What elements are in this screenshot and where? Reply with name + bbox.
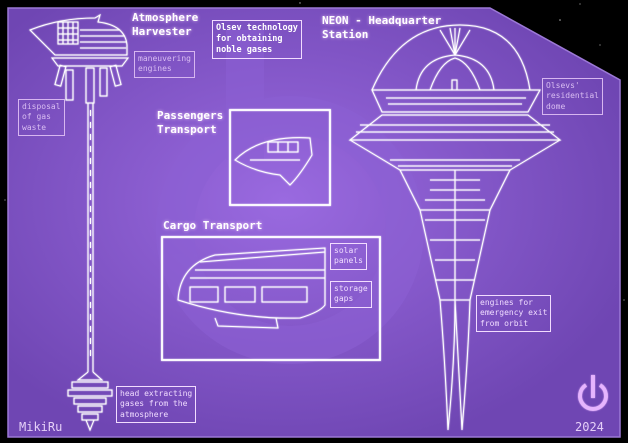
stars bbox=[4, 2, 625, 301]
maneuvering-note: maneuvering engines bbox=[134, 51, 195, 78]
harvester-title: Atmosphere Harvester bbox=[132, 11, 199, 39]
power-logo-icon bbox=[578, 375, 608, 411]
year: 2024 bbox=[575, 420, 604, 434]
head-note: head extracting gases from the atmospher… bbox=[116, 386, 197, 424]
station-title: NEON - Headquarter Station bbox=[322, 14, 442, 42]
signature: MikiRu bbox=[19, 420, 63, 434]
cargo-frame bbox=[161, 236, 381, 361]
solar-note: solar panels bbox=[330, 243, 367, 270]
olsev-tech-note: Olsev technology for obtaining noble gas… bbox=[212, 20, 302, 60]
passengers-frame bbox=[229, 109, 331, 206]
residential-note: Olsevs' residential dome bbox=[542, 78, 603, 116]
neon-station-drawing bbox=[348, 24, 562, 431]
passengers-transport-drawing bbox=[234, 137, 313, 186]
atmosphere-harvester-drawing bbox=[29, 13, 129, 432]
storage-note: storage gaps bbox=[330, 281, 372, 308]
emergency-note: engines for emergency exit from orbit bbox=[476, 295, 552, 333]
logo-watermark bbox=[156, 30, 424, 364]
cargo-title: Cargo Transport bbox=[163, 219, 263, 232]
passengers-title: Passengers Transport bbox=[157, 109, 224, 137]
disposal-note: disposal of gas waste bbox=[18, 99, 65, 137]
cargo-transport-drawing bbox=[177, 247, 326, 329]
